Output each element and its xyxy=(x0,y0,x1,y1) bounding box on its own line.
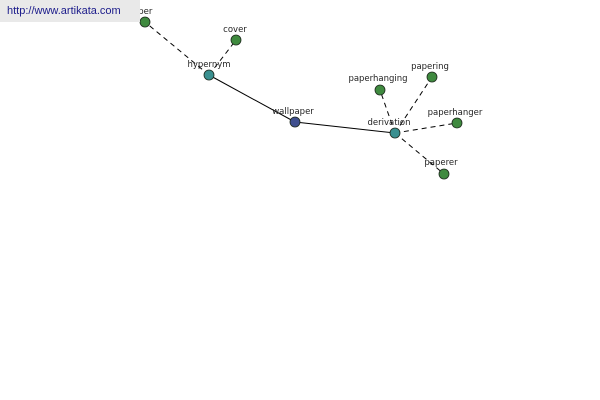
site-url[interactable]: http://www.artikata.com xyxy=(7,5,121,17)
node-paperhanging[interactable] xyxy=(374,84,386,96)
node-paper[interactable] xyxy=(139,16,151,28)
site-banner: http://www.artikata.com xyxy=(0,0,140,22)
edge-hypernym-cover xyxy=(208,39,237,76)
node-derivation[interactable] xyxy=(389,127,401,139)
edge-wallpaper-hypernym xyxy=(208,74,296,123)
edges-layer xyxy=(144,21,458,175)
node-label-hypernym[interactable]: hypernym xyxy=(187,60,230,70)
nodes-layer xyxy=(139,16,463,180)
labels-layer: wallpaper hypernym derivation paper cover pap… xyxy=(128,7,483,168)
node-label-paperhanging[interactable]: paperhanging xyxy=(348,74,407,84)
node-label-paperer[interactable]: paperer xyxy=(424,158,458,168)
edge-derivation-paperer xyxy=(394,132,445,175)
node-hypernym[interactable] xyxy=(203,69,215,81)
edge-wallpaper-derivation xyxy=(294,121,396,134)
node-label-wallpaper[interactable]: wallpaper xyxy=(272,107,314,117)
node-paperer[interactable] xyxy=(438,168,450,180)
node-label-paperhanger[interactable]: paperhanger xyxy=(428,108,483,118)
node-label-cover[interactable]: cover xyxy=(223,25,247,35)
node-paperhanger[interactable] xyxy=(451,117,463,129)
node-label-derivation[interactable]: derivation xyxy=(367,118,410,128)
node-wallpaper[interactable] xyxy=(289,116,301,128)
node-papering[interactable] xyxy=(426,71,438,83)
edge-derivation-papering xyxy=(394,76,433,134)
edge-derivation-paperhanging xyxy=(379,89,396,134)
node-label-paper[interactable]: paper xyxy=(128,7,153,17)
edge-hypernym-paper xyxy=(144,21,210,76)
edge-derivation-paperhanger xyxy=(394,122,458,134)
node-label-papering[interactable]: papering xyxy=(411,62,449,72)
node-cover[interactable] xyxy=(230,34,242,46)
